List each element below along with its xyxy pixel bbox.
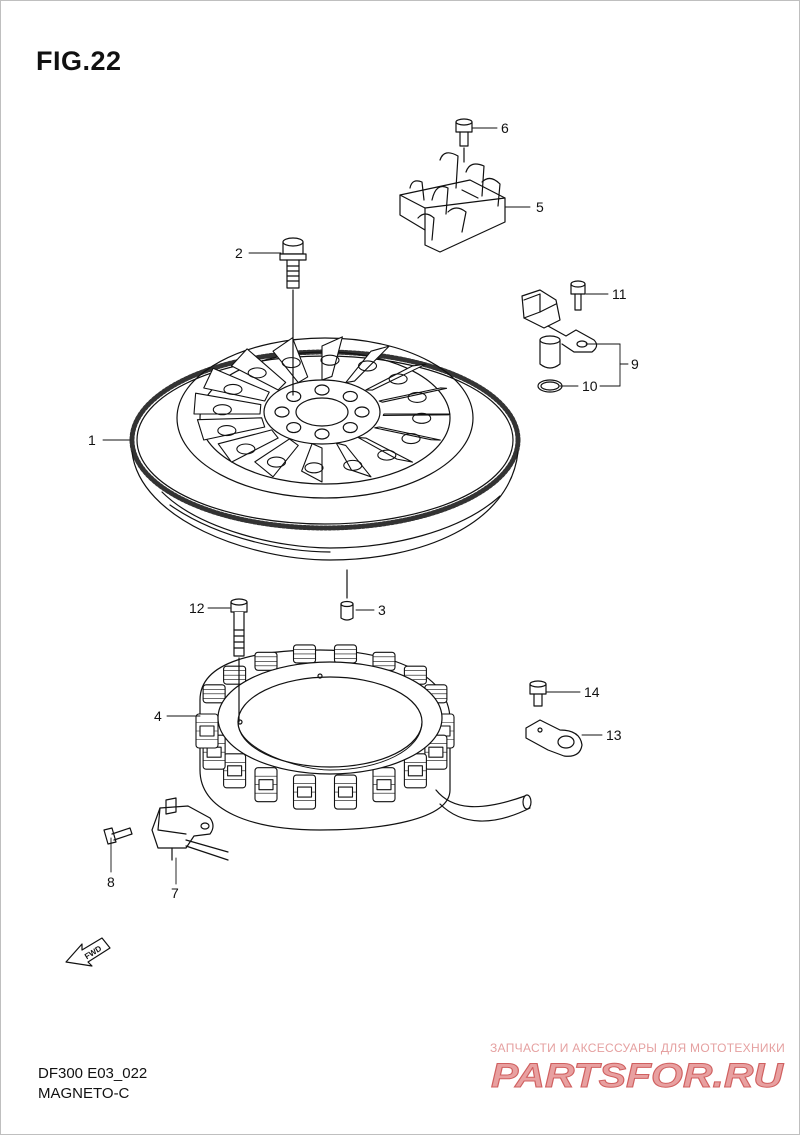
document-code: DF300 E03_022 (38, 1065, 148, 1082)
dowel-pin-part[interactable] (340, 569, 354, 621)
hub-bolt-hole (286, 421, 302, 434)
flywheel-window (281, 357, 301, 369)
flywheel-window (343, 459, 363, 471)
callout-11: 11 (612, 286, 627, 302)
flywheel-window (388, 373, 408, 385)
callout-10: 10 (582, 378, 598, 394)
watermark-logo: PARTSFOR.RU (491, 1057, 786, 1096)
pulser-coil-part[interactable] (151, 797, 229, 861)
hub-bolt-hole (314, 384, 330, 396)
pulser-screw-part[interactable] (103, 827, 133, 845)
flywheel-bolt-part[interactable] (279, 237, 307, 396)
stator-part[interactable] (195, 644, 532, 831)
callout-6: 6 (501, 120, 509, 136)
stator-bolt-part[interactable] (230, 598, 248, 723)
hub-bolt-hole (342, 421, 358, 434)
callout-14: 14 (584, 684, 600, 700)
flywheel-window (247, 367, 267, 379)
hub-bolt-hole (274, 406, 290, 418)
flywheel-fin (321, 336, 343, 381)
hub-bolt-hole (354, 406, 370, 418)
coil-core (227, 765, 243, 777)
flywheel-window (223, 383, 243, 395)
leader-lines (102, 127, 629, 885)
figure-title: FIG.22 (36, 46, 122, 76)
crank-position-sensor-part[interactable] (521, 289, 598, 369)
flywheel-window (236, 443, 256, 455)
clamp-part[interactable] (399, 152, 506, 253)
watermark-tagline: ЗАПЧАСТИ И АКСЕССУАРЫ ДЛЯ МОТОТЕХНИКИ (490, 1041, 786, 1055)
callout-8: 8 (107, 874, 115, 890)
flywheel-window (212, 404, 232, 416)
flywheel-window (357, 360, 378, 372)
flywheel-window (304, 462, 324, 474)
flywheel-part[interactable] (129, 336, 521, 561)
hub-bolt-hole (342, 390, 358, 403)
forward-arrow-icon: FWD (65, 937, 111, 967)
clamp-bolt-part[interactable] (455, 118, 473, 163)
sensor-bolt-part[interactable] (570, 280, 586, 311)
coil-core (258, 779, 274, 791)
flywheel-fin (230, 348, 287, 391)
callout-1: 1 (88, 432, 96, 448)
coil-core (206, 746, 222, 758)
flywheel-window (377, 449, 397, 461)
flywheel-window (266, 456, 287, 468)
flywheel-window (412, 412, 432, 424)
coil-core (199, 725, 215, 737)
flywheel-fin (378, 387, 448, 403)
callout-4: 4 (154, 708, 162, 724)
callout-5: 5 (536, 199, 544, 215)
flywheel-window (401, 433, 421, 445)
coil-core (337, 786, 354, 798)
callout-9: 9 (631, 356, 639, 372)
flywheel-fin (193, 392, 262, 415)
coil-core (376, 779, 392, 791)
callout-7: 7 (171, 885, 179, 901)
document-name: MAGNETO-C (38, 1085, 130, 1102)
watermark-logo-text: PARTSFOR.RU (491, 1057, 785, 1095)
coil-core (428, 746, 444, 758)
hub-bolt-hole (314, 428, 330, 440)
wire-clamp-part[interactable] (525, 719, 583, 757)
flywheel-window (407, 391, 427, 403)
hub-bolt-hole (286, 390, 302, 403)
coil-core (407, 765, 423, 777)
flywheel-fin (365, 363, 427, 391)
callout-2: 2 (235, 245, 243, 261)
flywheel-window (320, 354, 340, 366)
flywheel-window (217, 425, 237, 437)
coil-core (296, 786, 313, 798)
o-ring-part[interactable] (537, 379, 563, 393)
callout-3: 3 (378, 602, 386, 618)
callout-12: 12 (189, 600, 205, 616)
wire-clamp-bolt-part[interactable] (529, 680, 547, 707)
callout-13: 13 (606, 727, 622, 743)
